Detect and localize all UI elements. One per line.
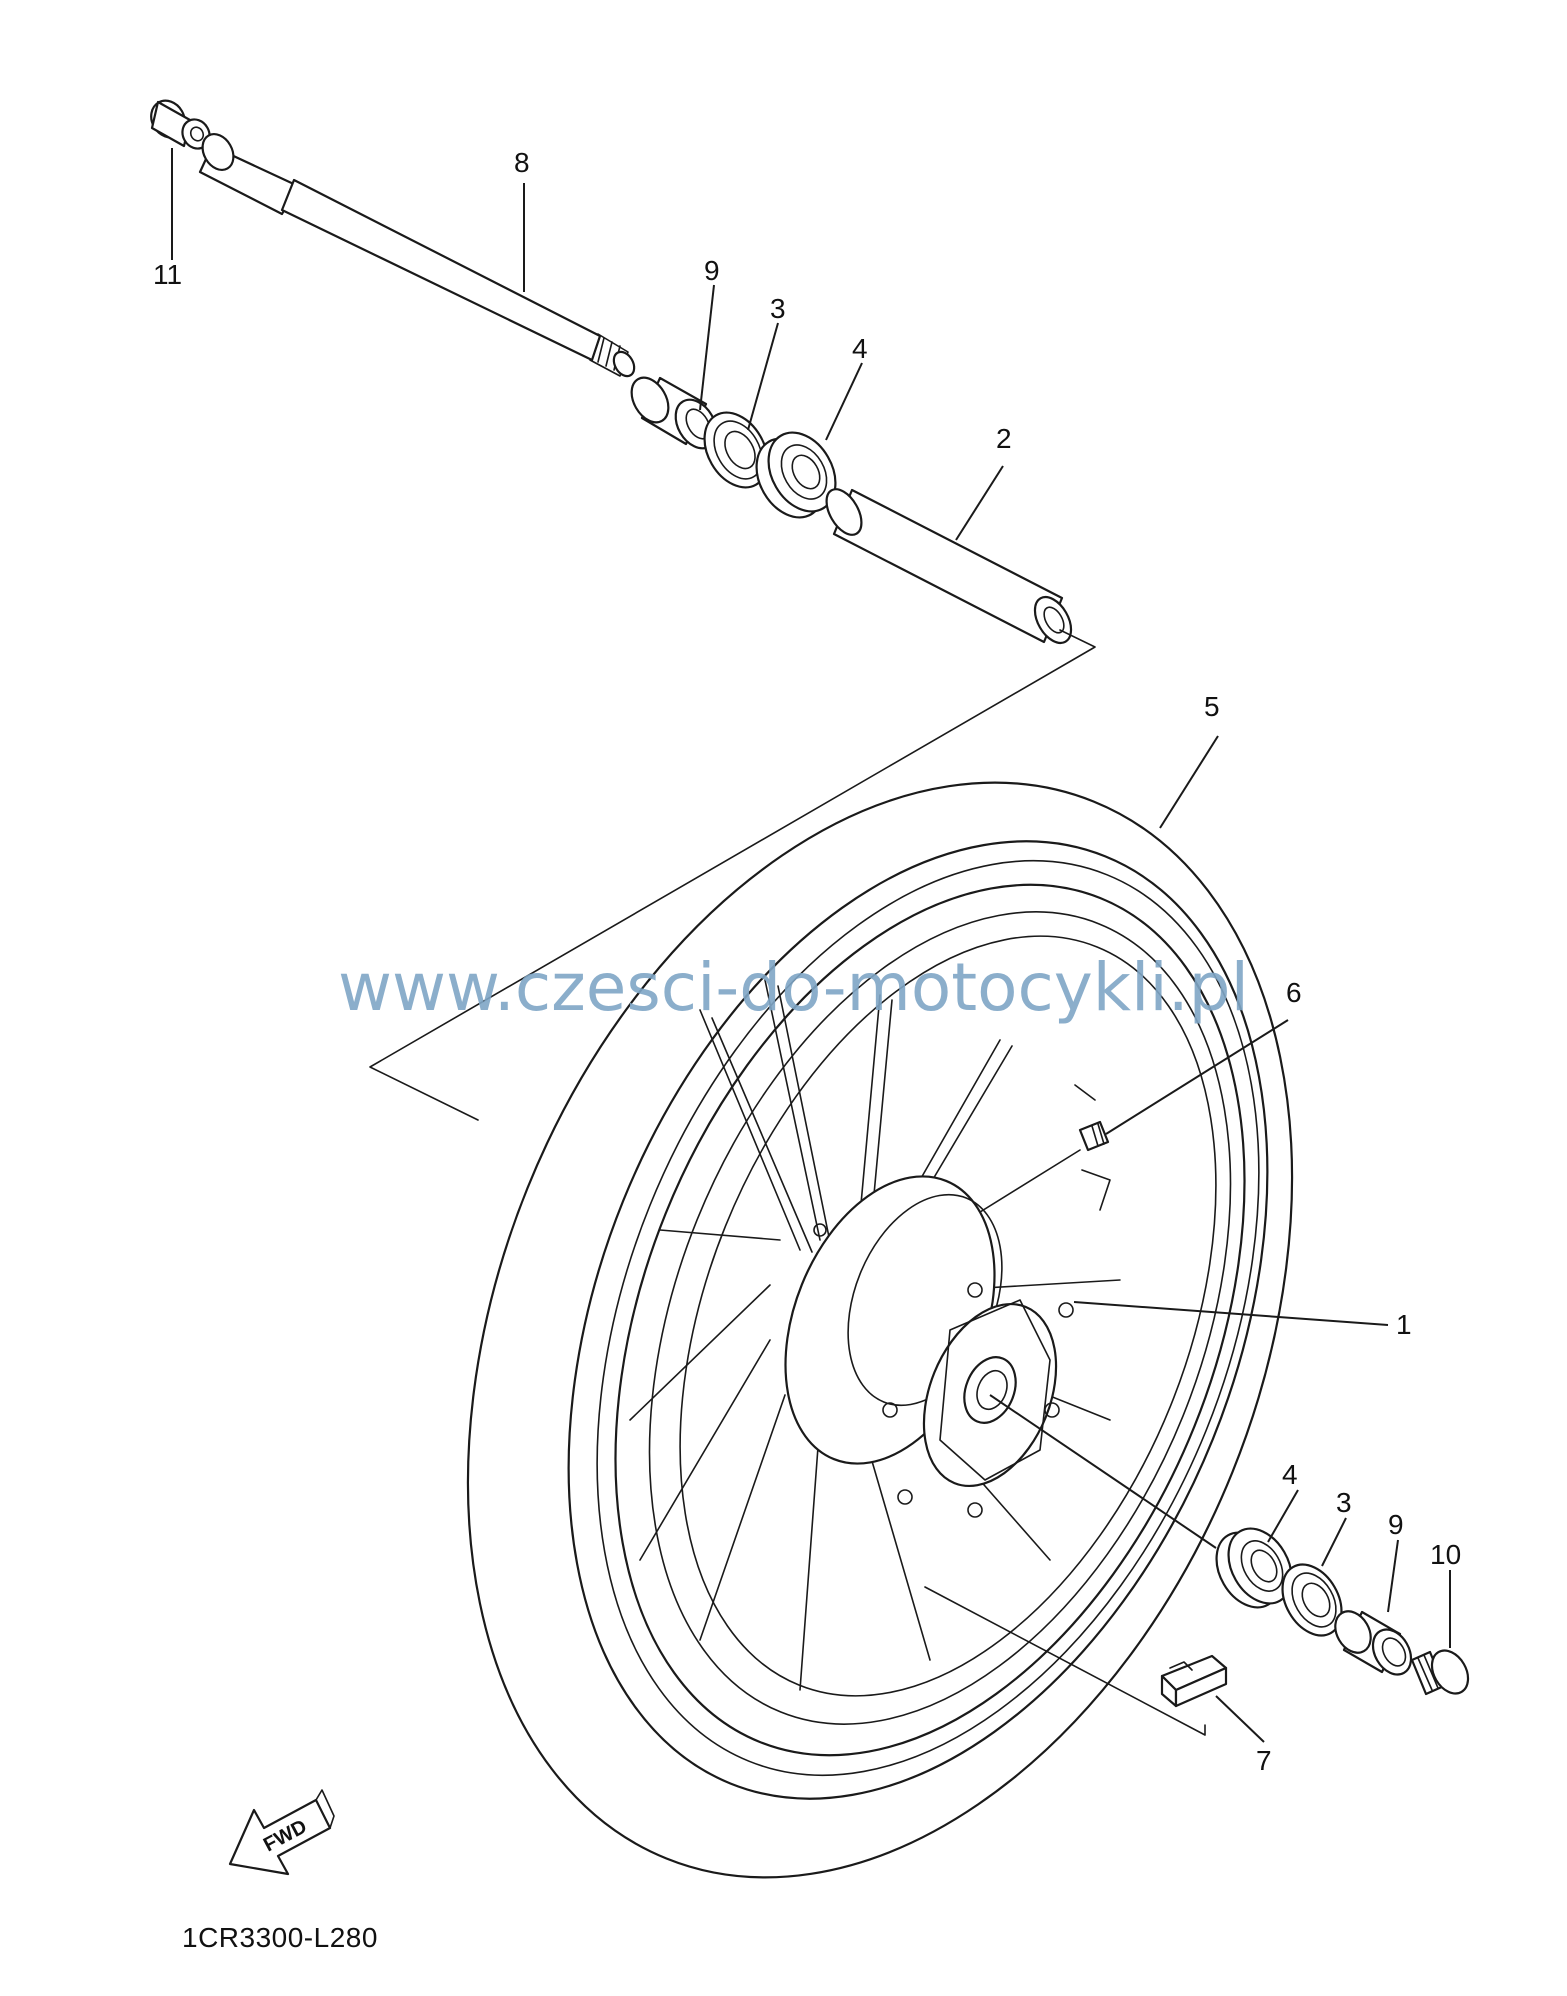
part-7-balance-weight [1160,1654,1228,1708]
callout-11: 11 [153,259,182,290]
part-10-cap [1410,1649,1470,1696]
callout-5: 5 [1204,691,1220,722]
callout-2: 2 [996,423,1012,454]
part-8-axle [198,133,636,378]
part-3-oil-seal-top [703,411,769,489]
callout-labels: 1 2 3 3 4 4 5 6 7 8 9 9 10 11 [153,147,1461,1776]
part-9-spacer-bottom [1334,1610,1413,1676]
part-4-bearing-bottom [1215,1527,1293,1609]
callout-10: 10 [1430,1539,1461,1570]
callout-3-bottom: 3 [1336,1487,1352,1518]
assembly-guide-lines [369,629,1096,1121]
part-2-spacer-tube [825,488,1073,645]
part-4-bearing-top [755,431,837,519]
part-5-tire [466,781,1294,1879]
watermark: www.czesci-do-motocykli.pl [338,949,1249,1026]
callout-9-top: 9 [704,255,720,286]
callout-9-bottom: 9 [1388,1509,1404,1540]
callout-7: 7 [1256,1745,1272,1776]
leader-lines [171,148,1451,1743]
part-9-spacer-top [630,376,718,450]
part-3-oil-seal-bottom [1281,1563,1343,1637]
callout-6: 6 [1286,977,1302,1008]
diagram-code: 1CR3300-L280 [182,1922,378,1953]
callout-3-top: 3 [770,293,786,324]
callout-4-top: 4 [852,333,868,364]
callout-4-bottom: 4 [1282,1459,1298,1490]
part-6-tire-valve [1078,1120,1110,1152]
fwd-arrow-icon: FWD [228,1789,335,1876]
callout-1: 1 [1396,1309,1412,1340]
part-1-cast-wheel [614,883,1246,1757]
callout-8: 8 [514,147,530,178]
